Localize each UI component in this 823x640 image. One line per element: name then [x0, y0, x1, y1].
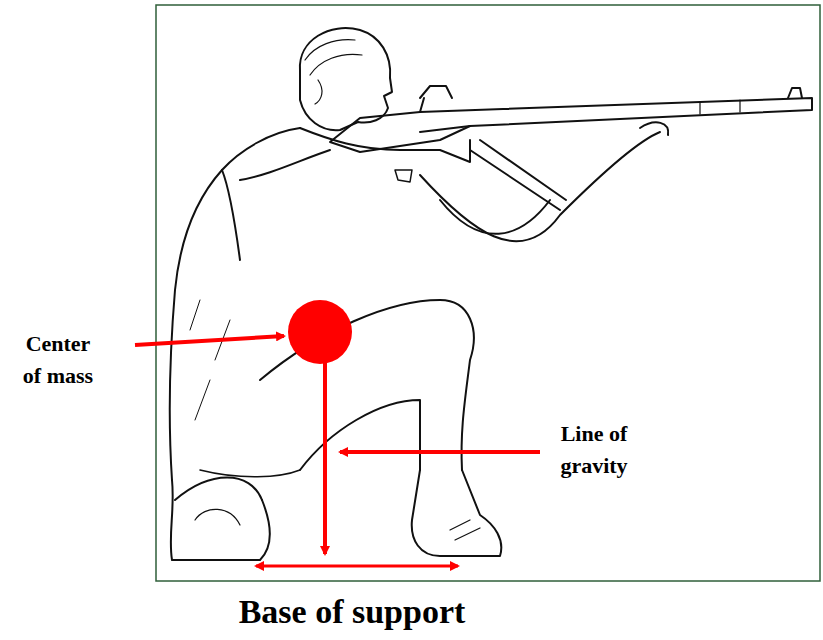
- annotation-label: Center of mass: [16, 328, 100, 392]
- picture-frame: [156, 5, 820, 581]
- gravity-line: [323, 362, 327, 554]
- shooter-sketch: [170, 28, 812, 560]
- base-arrow: [256, 565, 458, 568]
- center-of-mass-dot: [288, 300, 352, 364]
- annotation-label: Base of support: [172, 587, 532, 636]
- annotation-label: Line of gravity: [544, 418, 644, 482]
- pointer-arrow: [340, 450, 540, 454]
- pointer-arrow: [135, 336, 284, 345]
